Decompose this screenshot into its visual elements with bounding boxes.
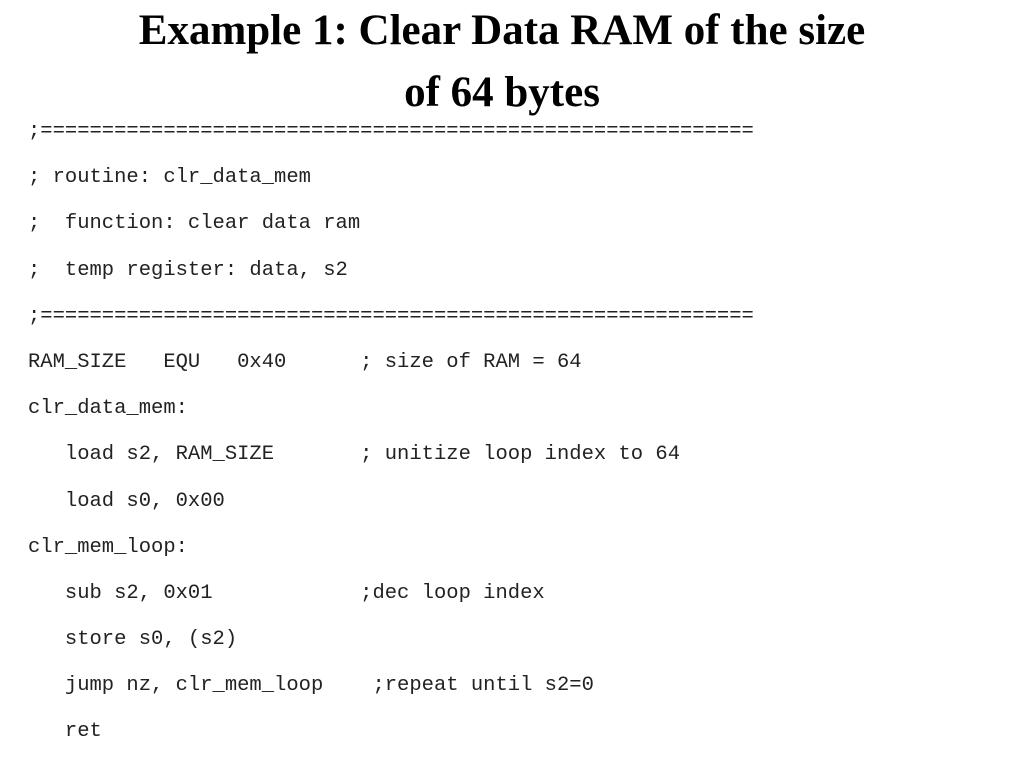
code-instruction-ret: ret — [28, 720, 102, 744]
code-label-clr-data-mem: clr_data_mem: — [28, 397, 188, 421]
code-comment-routine: ; routine: clr_data_mem — [28, 166, 311, 190]
code-separator-line: ;=======================================… — [28, 304, 754, 328]
code-instruction-load-s0: load s0, 0x00 — [28, 489, 225, 513]
slide-title-line-2: of 64 bytes — [404, 69, 600, 116]
slide-title: Example 1: Clear Data RAM of the size of… — [0, 0, 1004, 124]
code-listing: ;=======================================… — [28, 114, 754, 761]
slide-title-line-1: Example 1: Clear Data RAM of the size — [138, 7, 866, 54]
code-instruction-store: store s0, (s2) — [28, 628, 238, 652]
code-instruction-jump: jump nz, clr_mem_loop ;repeat until s2=0 — [28, 674, 594, 698]
code-label-clr-mem-loop: clr_mem_loop: — [28, 535, 188, 559]
code-instruction-sub: sub s2, 0x01 ;dec loop index — [28, 581, 545, 605]
code-equ-directive: RAM_SIZE EQU 0x40 ; size of RAM = 64 — [28, 350, 582, 374]
code-comment-temp-register: ; temp register: data, s2 — [28, 258, 348, 282]
code-separator-line: ;=======================================… — [28, 120, 754, 143]
code-comment-function: ; function: clear data ram — [28, 212, 361, 236]
code-instruction-load-s2: load s2, RAM_SIZE ; unitize loop index t… — [28, 443, 681, 467]
